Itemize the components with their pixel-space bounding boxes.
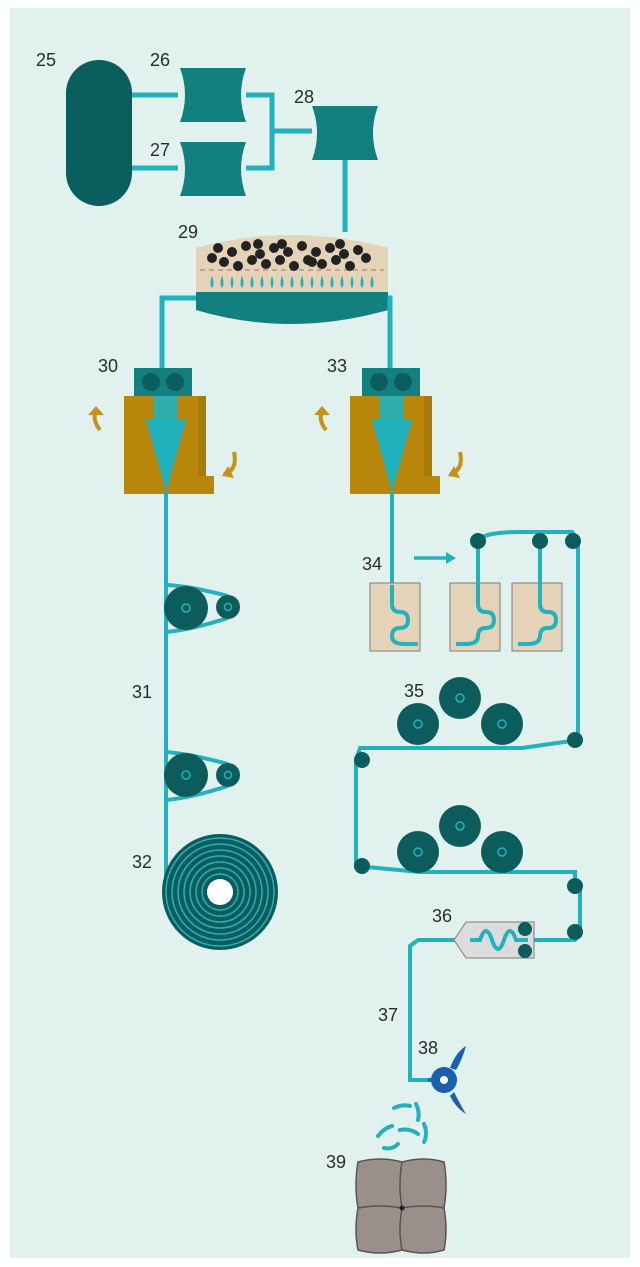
drip	[310, 276, 314, 288]
feed-pipes	[130, 92, 348, 232]
particle	[213, 243, 223, 253]
spool-ring	[201, 873, 239, 911]
spool-ring	[189, 861, 251, 923]
spinneret-33	[350, 368, 440, 494]
particle	[227, 247, 237, 257]
spool-ring	[165, 837, 275, 947]
particle	[233, 261, 243, 271]
particle	[277, 239, 287, 249]
label-26: 26	[150, 50, 170, 70]
fiber-bale-39	[355, 1158, 447, 1254]
spinneret-30	[124, 368, 214, 494]
particle	[207, 253, 217, 263]
particles	[207, 239, 371, 271]
particle	[253, 239, 263, 249]
label-32: 32	[132, 852, 152, 872]
spool-ring	[195, 867, 245, 917]
particle	[353, 245, 363, 255]
particle	[307, 257, 317, 267]
filter-tank-29	[196, 235, 388, 324]
particle	[339, 249, 349, 259]
particle	[283, 247, 293, 257]
drip	[370, 276, 374, 288]
staple-fibers	[376, 1102, 428, 1151]
tank-27	[180, 142, 246, 196]
label-34: 34	[362, 554, 382, 574]
label-35: 35	[404, 681, 424, 701]
rotation-arrows-33	[314, 406, 463, 478]
label-30: 30	[98, 356, 118, 376]
particle	[275, 255, 285, 265]
flow-arrow-34	[414, 552, 456, 564]
particle	[361, 253, 371, 263]
drip	[240, 276, 244, 288]
draw-rollers-35	[397, 677, 523, 873]
drip	[210, 276, 214, 288]
particle	[261, 259, 271, 269]
drip	[340, 276, 344, 288]
label-33: 33	[327, 356, 347, 376]
particle	[335, 239, 345, 249]
drip	[220, 276, 224, 288]
label-38: 38	[418, 1038, 438, 1058]
drip	[260, 276, 264, 288]
tank-26	[180, 68, 246, 122]
drip	[270, 276, 274, 288]
cutter-38	[428, 1046, 466, 1114]
rotation-arrows-30	[88, 406, 237, 478]
label-37: 37	[378, 1005, 398, 1025]
distribution-pipes	[159, 295, 393, 370]
particle	[325, 243, 335, 253]
particle	[289, 261, 299, 271]
drip	[350, 276, 354, 288]
godet-rollers-31	[164, 586, 240, 797]
drip	[290, 276, 294, 288]
spool-ring	[183, 855, 257, 929]
spool-ring	[177, 849, 263, 935]
drip	[230, 276, 234, 288]
yarn-package-32	[162, 834, 278, 950]
label-25: 25	[36, 50, 56, 70]
particle	[311, 247, 321, 257]
label-39: 39	[326, 1152, 346, 1172]
particle	[219, 257, 229, 267]
particle	[345, 261, 355, 271]
guide-rollers	[354, 533, 583, 940]
drip	[360, 276, 364, 288]
tank-28	[312, 106, 378, 160]
storage-tank-25	[66, 60, 132, 206]
particle	[241, 241, 251, 251]
label-29: 29	[178, 222, 198, 242]
label-31: 31	[132, 682, 152, 702]
particle	[269, 243, 279, 253]
label-27: 27	[150, 140, 170, 160]
particle	[255, 249, 265, 259]
drip	[320, 276, 324, 288]
particle	[247, 255, 257, 265]
crimper-36	[453, 921, 535, 959]
particle	[297, 241, 307, 251]
particle	[317, 259, 327, 269]
drip	[300, 276, 304, 288]
drip	[250, 276, 254, 288]
drip	[280, 276, 284, 288]
drip	[330, 276, 334, 288]
particle	[331, 255, 341, 265]
label-36: 36	[432, 906, 452, 926]
drips	[210, 276, 374, 288]
spool-ring	[171, 843, 269, 941]
label-28: 28	[294, 87, 314, 107]
washing-baths-34	[369, 556, 563, 652]
